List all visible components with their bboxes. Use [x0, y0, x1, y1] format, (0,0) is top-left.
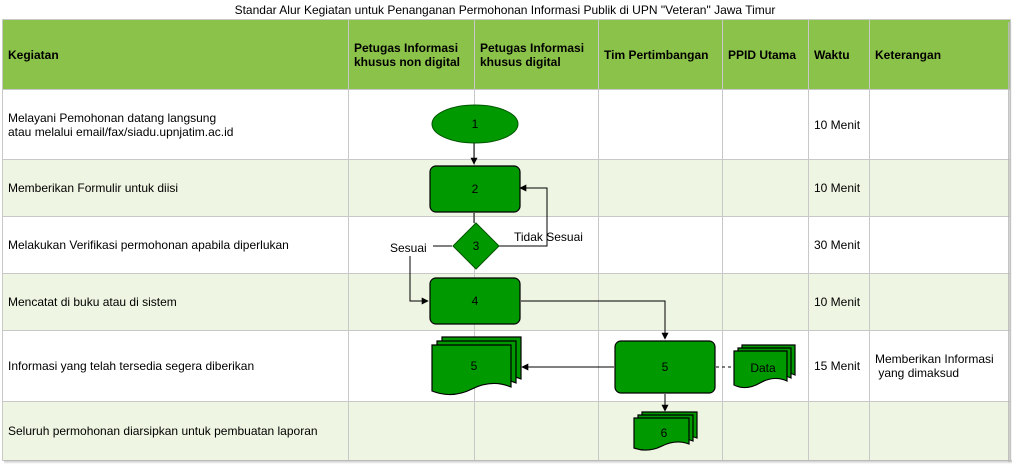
start-ellipse [431, 104, 519, 144]
process-4 [429, 277, 521, 325]
header-petugas-digital: Petugas Informasi khusus digital [474, 19, 599, 90]
header-kegiatan: Kegiatan [2, 19, 349, 90]
table-shadow-right [1008, 22, 1012, 462]
header-petugas-digital-line2: khusus digital [480, 54, 561, 69]
label-sesuai: Sesuai [390, 241, 427, 255]
decision-3-label: 3 [473, 239, 480, 253]
process-5 [614, 340, 716, 394]
row-waktu: 30 Menit [808, 216, 870, 274]
row-kegiatan: Melakukan Verifikasi permohonan apabila … [2, 216, 349, 274]
header-waktu: Waktu [808, 19, 870, 90]
flowchart-overlay: 1 2 3 Tidak Sesuai Sesuai 4 5 5 Data [389, 104, 796, 451]
row-kegiatan: Informasi yang telah tersedia segera dib… [2, 330, 349, 402]
start-ellipse-label: 1 [472, 117, 479, 131]
table-row: Seluruh permohonan diarsipkan untuk pemb… [2, 401, 1011, 461]
cell [722, 216, 809, 274]
row-keterangan-line2: yang dimaksud [875, 366, 960, 380]
row-kegiatan: Mencatat di buku atau di sistem [2, 273, 349, 331]
cell [348, 401, 475, 461]
process-4-label: 4 [472, 294, 479, 308]
row-kegiatan: Memberikan Formulir untuk diisi [2, 159, 349, 217]
row-kegiatan-line2: atau melalui email/fax/siadu.upnjatim.ac… [8, 124, 234, 139]
header-ppid-utama: PPID Utama [722, 19, 809, 90]
cell [722, 89, 809, 160]
cell [722, 273, 809, 331]
arrow-3-tidak-sesuai-to-2 [498, 184, 548, 247]
header-petugas-non-digital-line1: Petugas Informasi [354, 40, 459, 55]
process-5-label: 5 [662, 360, 669, 374]
header-tim-pertimbangan: Tim Pertimbangan [598, 19, 723, 90]
row-waktu: 10 Menit [808, 273, 870, 331]
header-row: Kegiatan Petugas Informasi khusus non di… [2, 19, 1011, 90]
flow-table: Kegiatan Petugas Informasi khusus non di… [2, 19, 1011, 461]
cell [474, 401, 599, 461]
header-petugas-non-digital-line2: khusus non digital [354, 54, 461, 69]
multi-document-5 [431, 336, 522, 396]
cell [722, 159, 809, 217]
label-tidak-sesuai: Tidak Sesuai [514, 230, 583, 244]
header-petugas-digital-line1: Petugas Informasi [480, 40, 585, 55]
row-keterangan [869, 401, 1011, 461]
process-2 [429, 165, 521, 213]
data-multi-document-label: Data [750, 361, 776, 375]
decision-3 [452, 222, 500, 270]
row-keterangan [869, 273, 1011, 331]
row-waktu: 10 Menit [808, 159, 870, 217]
row-keterangan [869, 159, 1011, 217]
label-sesuai-bg [389, 240, 433, 256]
cell [598, 159, 723, 217]
data-multi-document [733, 344, 796, 389]
multi-document-6 [633, 411, 698, 451]
process-2-label: 2 [472, 182, 479, 196]
cell [598, 89, 723, 160]
row-kegiatan: Seluruh permohonan diarsipkan untuk pemb… [2, 401, 349, 461]
row-keterangan [869, 216, 1011, 274]
row-waktu: 10 Menit [808, 89, 870, 160]
row-keterangan-line1: Memberikan Informasi [875, 352, 994, 366]
multi-document-5-label: 5 [471, 359, 478, 373]
multi-document-6-label: 6 [661, 426, 668, 440]
diagram-title: Standar Alur Kegiatan untuk Penanganan P… [234, 3, 776, 17]
cell [598, 273, 723, 331]
table-shadow-bottom [4, 460, 1012, 464]
cell [722, 401, 809, 461]
row-waktu [808, 401, 870, 461]
arrow-4-to-5 [521, 300, 669, 340]
header-keterangan: Keterangan [869, 19, 1011, 90]
row-waktu: 15 Menit [808, 330, 870, 402]
row-kegiatan-line1: Melayani Pemohonan datang langsung [8, 110, 217, 125]
